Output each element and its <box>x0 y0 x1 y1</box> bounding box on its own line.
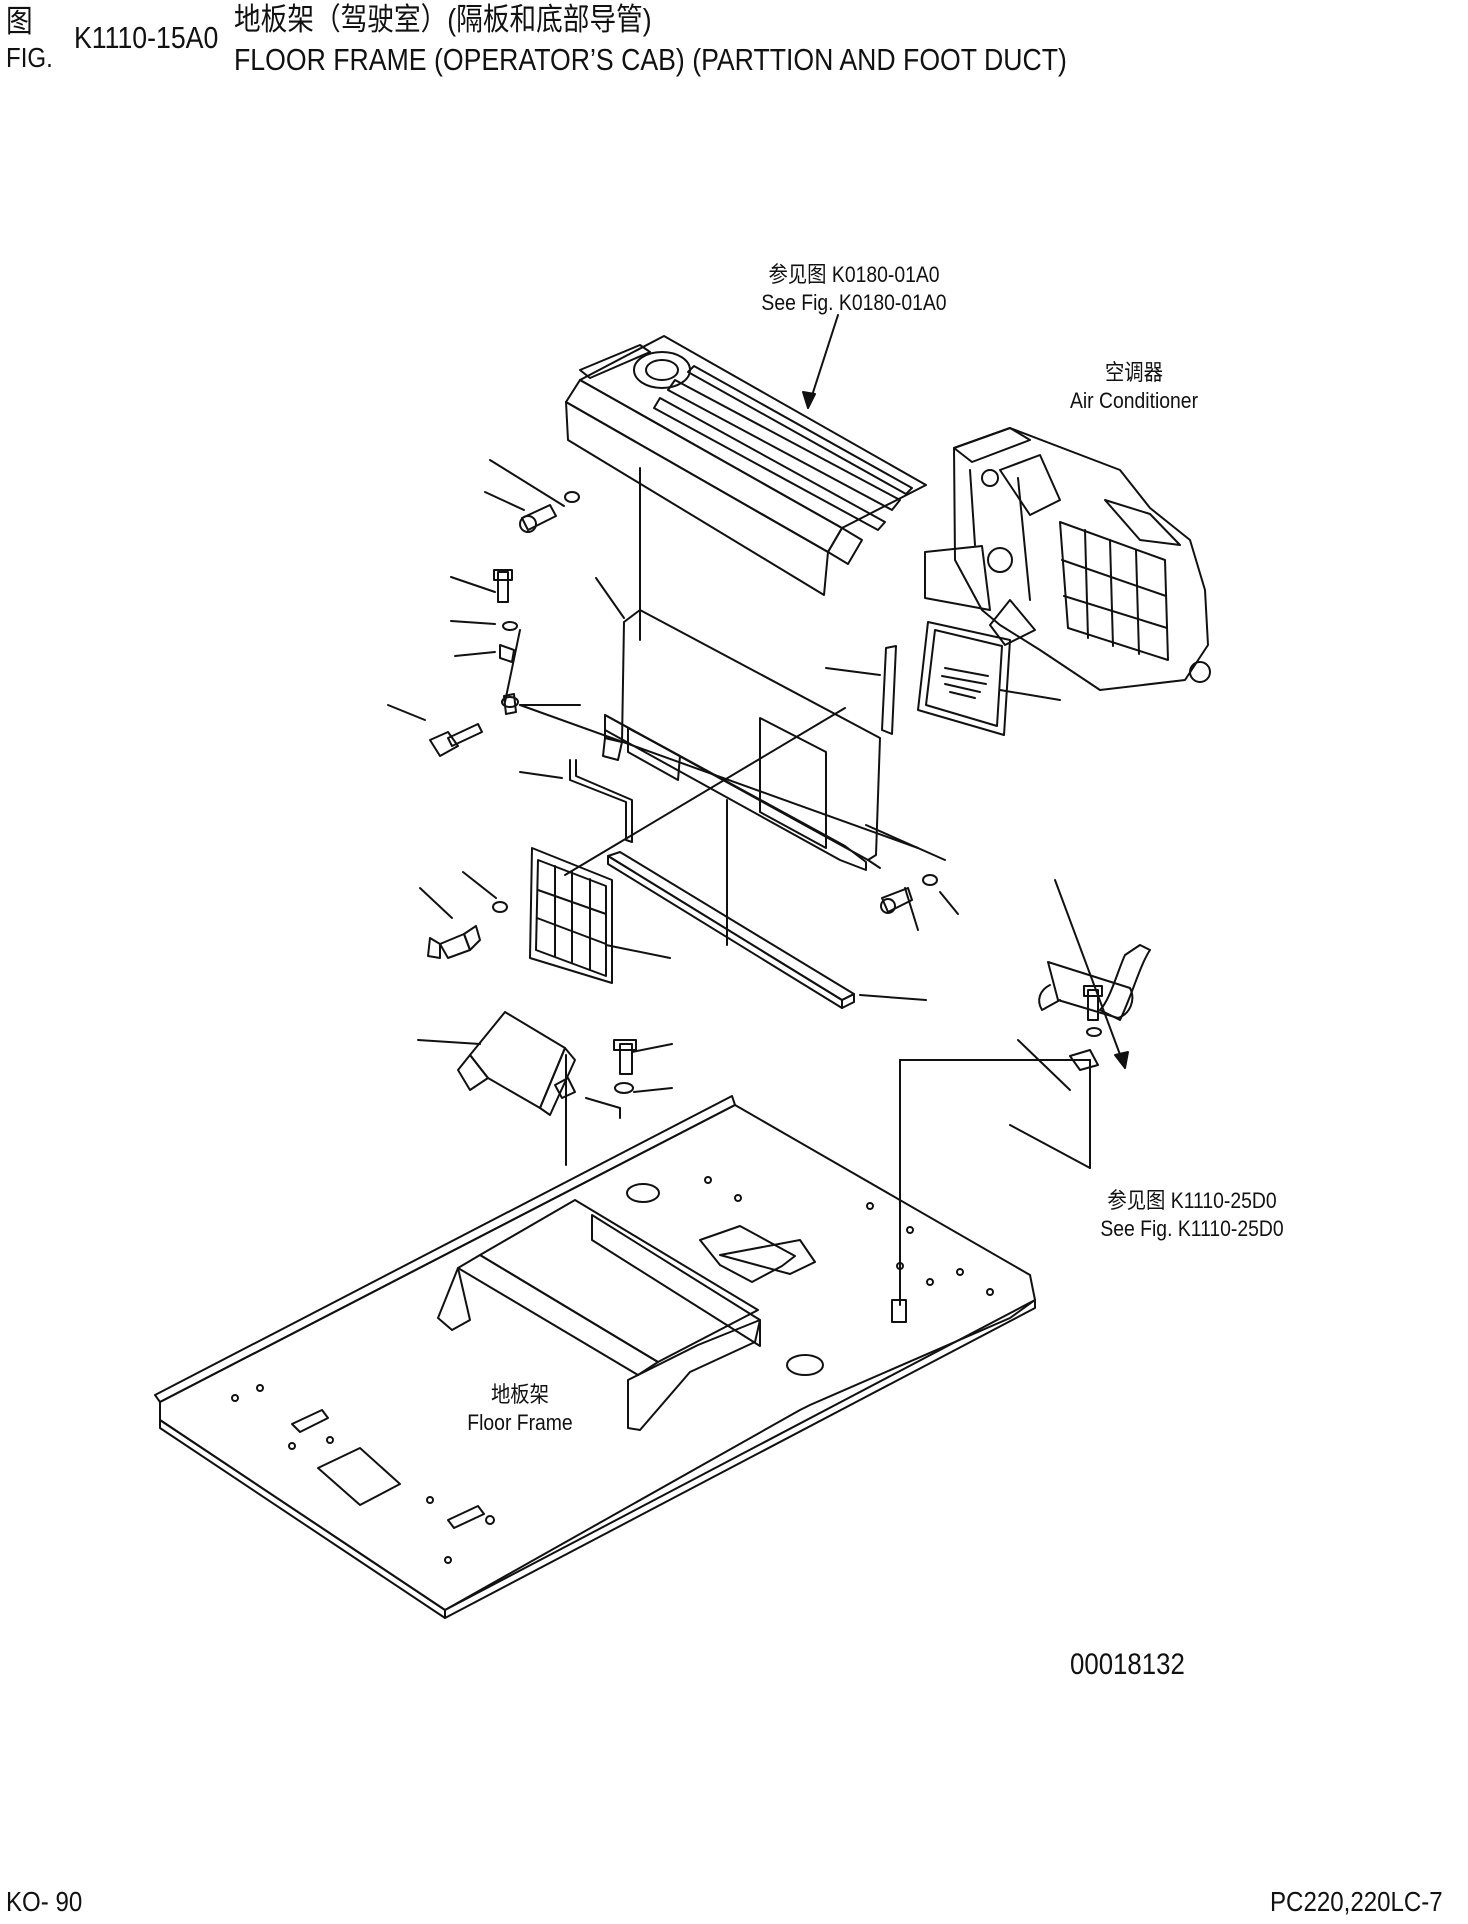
ref-right-label-en: See Fig. K1110-25D0 <box>1100 1216 1284 1241</box>
filter-pad <box>918 622 1010 735</box>
footer-page-number: KO- 90 <box>6 1886 83 1917</box>
ref-top-label-en: See Fig. K0180-01A0 <box>761 290 947 315</box>
duct-hose <box>1039 945 1150 1070</box>
floor-frame-label-cn: 地板架 <box>490 1382 550 1407</box>
ref-right-label-cn: 参见图 K1110-25D0 <box>1107 1188 1277 1213</box>
figure-label-cn: 图 <box>6 4 33 39</box>
foot-duct-cover <box>458 1012 575 1115</box>
drawing-number: 00018132 <box>1070 1648 1185 1681</box>
floor-frame <box>155 1096 1035 1618</box>
partition-plate <box>603 610 880 870</box>
figure-number: K1110-15A0 <box>74 20 219 55</box>
bottom-strip <box>608 852 854 1008</box>
hook-bracket <box>570 760 632 842</box>
air-conditioner-label-en: Air Conditioner <box>1069 388 1199 413</box>
grille <box>530 848 612 983</box>
air-conditioner-unit <box>925 428 1210 690</box>
figure-title-cn: 地板架（驾驶室）(隔板和底部导管) <box>234 2 652 37</box>
seal-strip <box>882 646 896 734</box>
footer-model: PC220,220LC-7 <box>1270 1886 1443 1917</box>
ref-top-label-cn: 参见图 K0180-01A0 <box>768 262 940 287</box>
figure-title-en: FLOOR FRAME (OPERATOR’S CAB) (PARTTION A… <box>234 42 1067 77</box>
top-cover-panel <box>566 336 926 595</box>
figure-label-en: FIG. <box>6 42 53 73</box>
air-conditioner-label-cn: 空调器 <box>1104 360 1164 385</box>
fasteners <box>428 492 1102 1093</box>
floor-frame-label-en: Floor Frame <box>467 1410 573 1435</box>
